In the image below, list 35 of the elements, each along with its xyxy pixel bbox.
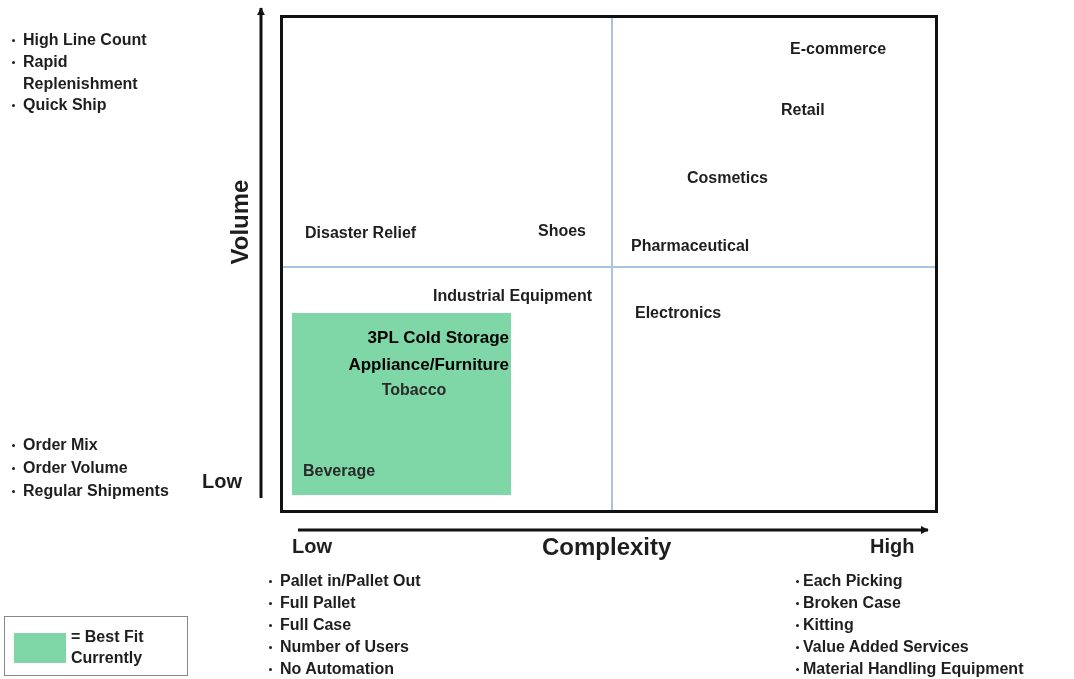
bullet-item: Each Picking	[795, 570, 903, 592]
industry-label: Shoes	[538, 221, 586, 241]
axis-end-label: Low	[202, 470, 242, 492]
industry-label: Appliance/Furniture	[348, 355, 509, 375]
axis-title: Volume	[229, 179, 252, 265]
bullet-item: Full Case	[267, 614, 352, 636]
industry-label: Electronics	[635, 303, 722, 323]
axis-end-label: Low	[292, 535, 332, 557]
bullet-item: Rapid Replenishment	[10, 51, 183, 95]
bullet-item: Broken Case	[795, 592, 901, 614]
industry-label: Pharmaceutical	[631, 236, 750, 256]
industry-label: Cosmetics	[687, 168, 768, 188]
industry-label: 3PL Cold Storage	[367, 328, 509, 348]
bullet-item: Quick Ship	[10, 94, 107, 116]
bullet-item: Number of Users	[267, 636, 409, 658]
bullet-item: Pallet in/Pallet Out	[267, 570, 421, 592]
bullet-item: Value Added Services	[795, 636, 969, 658]
bullet-item: Regular Shipments	[10, 480, 169, 502]
bullet-item: Full Pallet	[267, 592, 356, 614]
bullet-item: No Automation	[267, 658, 395, 679]
bullet-item: Order Volume	[10, 457, 128, 479]
bullet-item: High Line Count	[10, 29, 147, 51]
industry-label: Tobacco	[381, 380, 447, 400]
best-fit-box	[292, 313, 511, 495]
industry-label: Beverage	[303, 461, 376, 481]
axis-title: Complexity	[542, 536, 672, 558]
industry-label: E-commerce	[790, 39, 887, 59]
industry-label: Retail	[781, 100, 825, 120]
industry-label: Disaster Relief	[305, 223, 417, 243]
bullet-item: Kitting	[795, 614, 854, 636]
industry-label: Industrial Equipment	[433, 286, 593, 306]
legend-text: = Best Fit Currently	[71, 627, 145, 668]
bullet-item: Material Handling Equipment	[795, 658, 1024, 679]
bullet-item: Order Mix	[10, 434, 98, 456]
axis-end-label: High	[870, 535, 915, 557]
